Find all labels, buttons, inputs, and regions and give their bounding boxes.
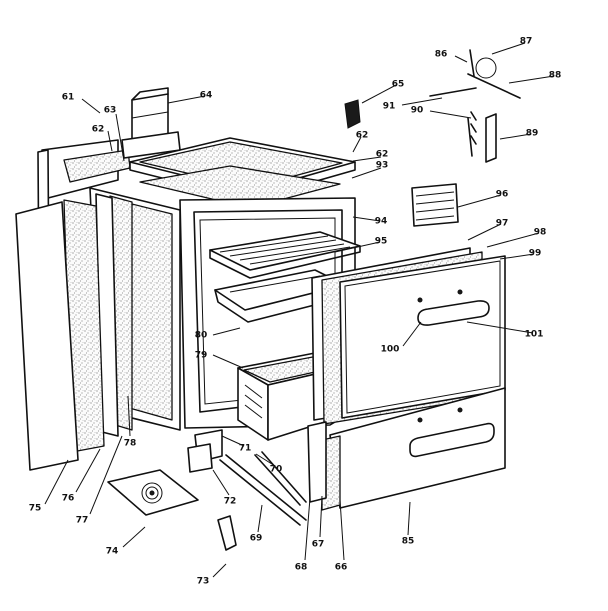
leader-line-66 [339,499,345,561]
callout-68: 68 [295,563,308,573]
leader-line-100 [402,321,422,347]
callout-62b: 62 [356,131,369,141]
part-69-rail [219,454,307,526]
part-67-drawer-side [307,421,327,503]
part-96-vent-grill [411,183,459,227]
callout-93: 93 [376,161,389,171]
callout-97: 97 [496,219,509,229]
callout-74: 74 [106,547,119,557]
part-73-bracket [217,515,237,551]
callout-62c: 62 [376,150,389,160]
callout-69: 69 [250,534,263,544]
part-99-door-outer [339,255,506,419]
callout-65: 65 [392,80,405,90]
callout-61: 61 [62,93,75,103]
leader-line-95 [334,241,381,253]
leader-line-61 [81,98,101,114]
part-74-burner-plate [107,469,199,516]
leader-line-79 [212,354,244,369]
part-100-door-screws [417,289,463,303]
callout-66: 66 [335,563,348,573]
leader-line-89 [499,133,532,140]
part-86-91-hinge-assembly [429,49,521,163]
leader-line-99 [499,253,535,260]
leader-line-85 [407,501,411,536]
callout-87: 87 [520,37,533,47]
leader-line-87 [491,42,526,55]
leader-line-80 [212,327,241,336]
leader-line-98 [486,232,540,248]
callout-80: 80 [195,331,208,341]
leader-line-88 [508,75,555,84]
callout-75: 75 [29,504,42,514]
leader-line-68 [304,497,311,561]
callout-62a: 62 [92,125,105,135]
callout-79: 79 [195,351,208,361]
leader-line-76 [75,448,101,493]
leader-line-97 [467,223,502,241]
part-70-rail [254,451,307,506]
leader-line-65 [361,84,397,104]
leader-line-74 [122,526,146,548]
callout-76: 76 [62,494,75,504]
callout-67: 67 [312,540,325,550]
leader-line-62a [107,130,113,152]
leader-line-62c [352,156,382,162]
part-72-clip [187,443,213,473]
part-85-handle [344,99,361,129]
parts-drawing [15,49,521,551]
callout-73: 73 [197,577,210,587]
callout-71: 71 [239,444,252,454]
leader-line-62b [352,136,362,153]
leader-line-90 [429,110,472,119]
leader-line-94 [352,216,381,222]
leader-line-96 [457,194,502,208]
part-75-outer-side-panel [15,201,79,471]
leader-line-72 [212,469,230,496]
leader-line-69 [257,504,263,533]
callout-64: 64 [200,91,213,101]
callout-100: 100 [381,345,400,355]
callout-95: 95 [375,237,388,247]
callout-91: 91 [383,102,396,112]
leader-line-67 [319,495,323,538]
callout-101: 101 [525,330,544,340]
callout-89: 89 [526,129,539,139]
leader-line-75 [44,459,69,505]
callout-99: 99 [529,249,542,259]
callout-88: 88 [549,71,562,81]
leader-line-101 [466,321,534,334]
callout-78: 78 [124,439,137,449]
callout-86: 86 [435,50,448,60]
callout-70: 70 [270,465,283,475]
callout-85: 85 [402,537,415,547]
part-101-door-handle [417,300,490,326]
callout-98: 98 [534,228,547,238]
leader-line-63 [115,113,125,162]
callout-63: 63 [104,106,117,116]
callout-72: 72 [224,497,237,507]
callout-77: 77 [76,516,89,526]
leader-line-86 [454,55,468,63]
leader-line-64 [167,95,206,104]
leader-line-78 [127,395,131,437]
callout-90: 90 [411,106,424,116]
leader-line-77 [89,435,123,515]
callout-94: 94 [375,217,388,227]
leader-line-70 [255,453,276,467]
callout-96: 96 [496,190,509,200]
leader-line-93 [351,167,382,179]
leader-line-91 [401,97,443,106]
leader-line-73 [212,563,227,578]
part-64-flue-vent [121,87,181,159]
leader-line-71 [221,435,245,447]
